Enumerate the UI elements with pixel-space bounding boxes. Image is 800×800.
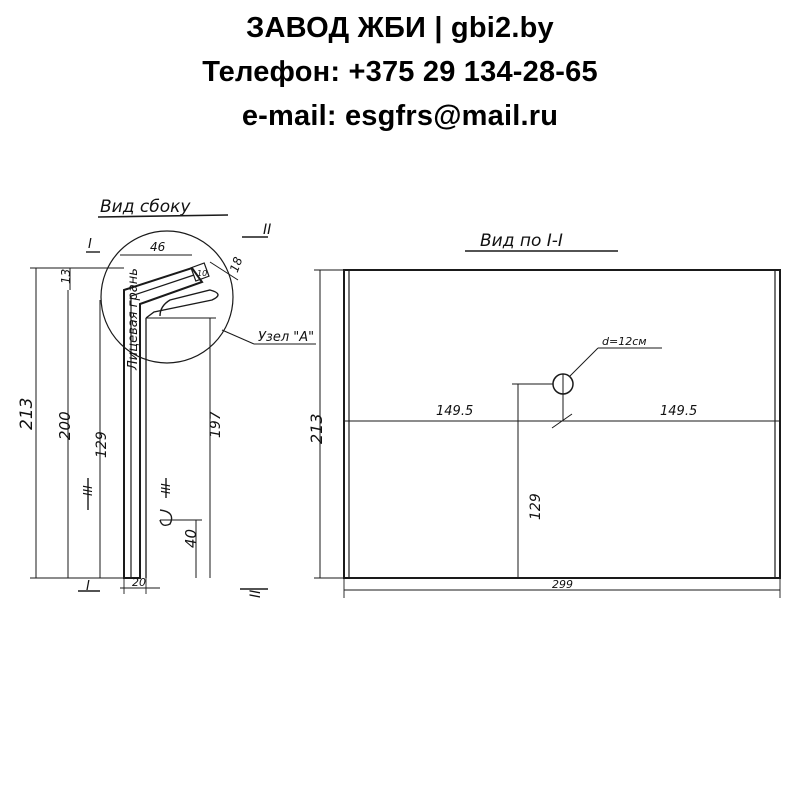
hole-label: d=12см <box>602 335 647 348</box>
section-III-left-label: III <box>81 485 95 496</box>
section-II-top-label: II <box>263 222 271 238</box>
dim-129-front-label: 129 <box>528 493 544 520</box>
section-I-bottom-label: I <box>86 579 90 594</box>
side-view: Вид сбоку II II I I 10 III III 46 18 <box>17 197 316 598</box>
header: ЗАВОД ЖБИ | gbi2.by Телефон: +375 29 134… <box>0 6 800 138</box>
lifting-loop <box>159 509 173 527</box>
email-line: e-mail: esgfrs@mail.ru <box>241 100 559 132</box>
phone-line: Телефон: +375 29 134-28-65 <box>202 56 598 88</box>
dim-18-line <box>209 261 239 281</box>
section-II-bottom-label: II <box>248 590 264 598</box>
node-detail-box <box>190 262 210 282</box>
front-panel-outline <box>343 269 781 579</box>
dim-40-label: 40 <box>182 529 200 548</box>
dim-197-label: 197 <box>208 411 224 438</box>
dim-13-label: 13 <box>59 269 73 284</box>
dim-46-label: 46 <box>150 240 166 254</box>
dim-129-label: 129 <box>94 431 110 458</box>
dim-213-label: 213 <box>17 398 37 430</box>
node-leader-line <box>221 329 255 345</box>
section-I-top-label: I <box>88 237 92 252</box>
hole-leader-line <box>569 347 599 377</box>
dim-18-label: 18 <box>227 255 246 274</box>
front-view-title: Вид по I-I <box>480 231 563 251</box>
dim-213-front-label: 213 <box>307 413 326 444</box>
dim-span-tick <box>551 413 573 429</box>
panel-inner-line <box>130 274 195 578</box>
company-title: ЗАВОД ЖБИ | gbi2.by <box>246 12 554 44</box>
side-view-title: Вид сбоку <box>100 197 191 217</box>
front-view: Вид по I-I 149.5 149.5 d=12см 129 213 29… <box>307 231 781 598</box>
dim-left-span-label: 149.5 <box>436 404 473 419</box>
panel-outline <box>123 266 204 579</box>
dim-right-span-label: 149.5 <box>660 404 697 419</box>
node-detail-dim: 10 <box>197 269 207 278</box>
dim-20-label: 20 <box>132 576 146 589</box>
side-view-title-underline <box>97 214 229 218</box>
node-circle <box>100 230 234 364</box>
dim-299-label: 299 <box>552 578 573 591</box>
face-label: Лицевая грань <box>126 268 141 371</box>
node-bracket <box>145 289 219 319</box>
dim-200-label: 200 <box>56 411 74 440</box>
node-label: Узел "А" <box>258 330 314 345</box>
section-III-right-label: III <box>159 483 173 494</box>
